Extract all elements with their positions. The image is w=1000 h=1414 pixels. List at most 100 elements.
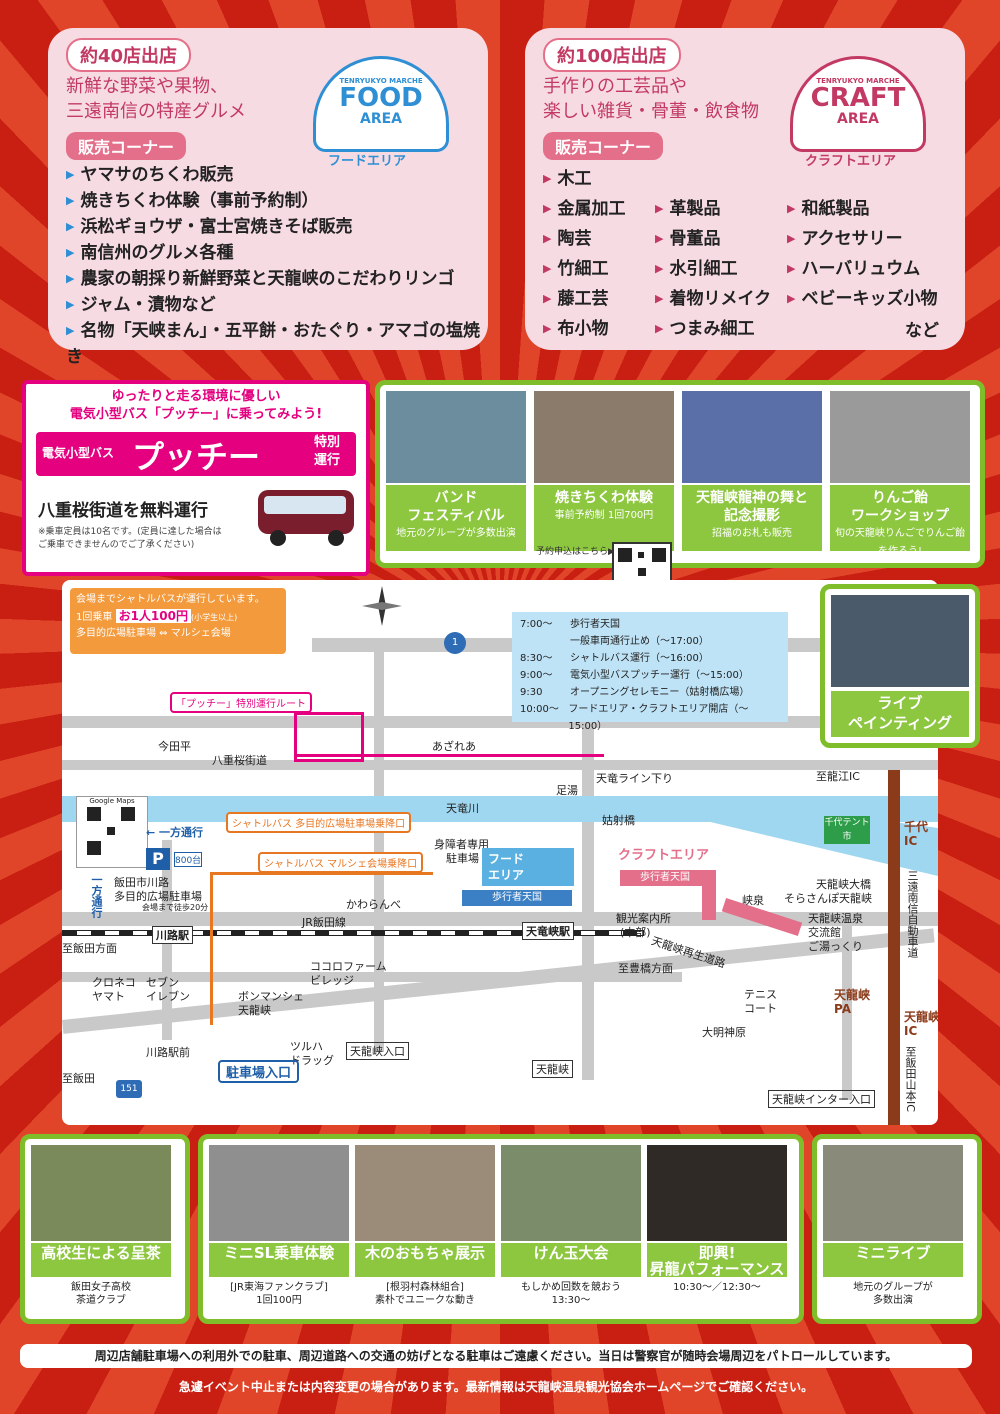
schedule-row: 9:00〜電気小型バスプッチー運行（〜15:00） bbox=[520, 670, 749, 681]
oneway-label: ← 一方通行 bbox=[146, 826, 204, 839]
shuttle-stop-2: シャトルバス マルシェ会場乗降口 bbox=[258, 852, 424, 873]
list-item: 陶芸 bbox=[543, 224, 625, 254]
road bbox=[842, 920, 852, 1100]
event-caption: バンドフェスティバル地元のグループが多数出演 bbox=[386, 485, 526, 551]
event-sub: 10:30〜／12:30〜 bbox=[673, 1282, 761, 1293]
bus-name: プッチー bbox=[132, 438, 261, 476]
bottom-event-card: 木のおもちゃ展示[根羽村森林組合]素朴でユニークな動き bbox=[355, 1145, 495, 1309]
qr-icon bbox=[87, 807, 135, 855]
list-item: 金属加工 bbox=[543, 194, 625, 224]
route-1-marker: 1 bbox=[444, 632, 466, 654]
list-item: 骨董品 bbox=[655, 224, 771, 254]
reserve-label: 予約申込はこちら▶ bbox=[536, 547, 615, 557]
bus-illustration bbox=[254, 484, 358, 550]
event-photo bbox=[534, 391, 674, 483]
shuttle-stop-1: シャトルバス 多目的広場駐車場乗降口 bbox=[226, 812, 412, 833]
craft-list-col1: 木工 金属加工 陶芸 竹細工 藤工芸 布小物 bbox=[543, 164, 625, 344]
event-caption: けん玉大会 bbox=[501, 1243, 641, 1277]
top-events-panel: バンドフェスティバル地元のグループが多数出演焼きちくわ体験事前予約制 1回700… bbox=[375, 380, 985, 568]
event-sub: 地元のグループが多数出演 bbox=[853, 1282, 933, 1306]
putchi-route-line bbox=[294, 754, 604, 757]
list-item: 名物「天峡まん」・五平餅・おたぐり・アマゴの塩焼き bbox=[66, 318, 486, 370]
top-event-card: バンドフェスティバル地元のグループが多数出演 bbox=[386, 391, 526, 553]
event-photo bbox=[682, 391, 822, 483]
event-caption: りんご飴ワークショップ旬の天龍峡りんごでりんご飴を作ろう! bbox=[830, 485, 970, 557]
compass-icon bbox=[360, 584, 404, 628]
list-item: 水引細工 bbox=[655, 254, 771, 284]
event-caption: 木のおもちゃ展示 bbox=[355, 1243, 495, 1277]
live-painting-panel: ライブ ペインティング bbox=[820, 584, 980, 748]
food-area-map-block: フードエリア bbox=[482, 848, 574, 886]
event-photo bbox=[501, 1145, 641, 1241]
road bbox=[582, 700, 594, 1080]
event-caption: ミニライブ bbox=[823, 1243, 963, 1277]
event-photo bbox=[823, 1145, 963, 1241]
list-item: 着物リメイク bbox=[655, 284, 771, 314]
schedule-row: 一般車両通行止め（〜17:00） bbox=[570, 636, 709, 647]
bottom-event-card: 即興!昇龍パフォーマンス 10:30〜／12:30〜 bbox=[647, 1145, 787, 1309]
list-item: 藤工芸 bbox=[543, 284, 625, 314]
event-photo bbox=[647, 1145, 787, 1241]
bottom-event-minilive: ミニライブ地元のグループが多数出演 bbox=[812, 1134, 982, 1324]
bottom-event-card: ミニライブ地元のグループが多数出演 bbox=[823, 1145, 963, 1309]
event-caption: 高校生による呈茶 bbox=[31, 1243, 171, 1277]
road bbox=[62, 716, 938, 728]
bus-icon bbox=[258, 490, 354, 546]
live-painting-caption: ライブ ペインティング bbox=[831, 691, 969, 737]
event-photo bbox=[830, 391, 970, 483]
event-photo bbox=[386, 391, 526, 483]
list-item: アクセサリー bbox=[787, 224, 937, 254]
putchi-route-line bbox=[294, 712, 364, 762]
footer-update: 急遽イベント中止または内容変更の場合があります。最新情報は天龍峡温泉観光協会ホー… bbox=[178, 1380, 814, 1394]
food-description: 新鮮な野菜や果物、 三遠南信の特産グルメ bbox=[66, 76, 246, 122]
food-area-panel: 約40店出店 新鮮な野菜や果物、 三遠南信の特産グルメ 販売コーナー TENRY… bbox=[48, 28, 488, 367]
bus-free-route: 八重桜街道を無料運行 bbox=[38, 501, 208, 521]
craft-area-map-block bbox=[702, 870, 716, 920]
venue-map: 天竜川 JR飯田線 三遠南信自動車道 会場までシャトルバスが運行しています。 1… bbox=[62, 580, 938, 1125]
parking-icon: P bbox=[146, 848, 170, 870]
road bbox=[62, 760, 938, 770]
google-maps-qr[interactable]: Google Maps bbox=[76, 796, 148, 868]
event-photo bbox=[355, 1145, 495, 1241]
parking-entrance-label: 駐車場入口 bbox=[218, 1060, 300, 1083]
chiyo-tent-badge: 千代テント市 bbox=[824, 816, 870, 844]
schedule-box: 7:00〜歩行者天国一般車両通行止め（〜17:00） 8:30〜シャトルバス運行（… bbox=[512, 612, 788, 732]
shuttle-info: 会場までシャトルバスが運行しています。 1回乗車 お1人100円(小学生以上) … bbox=[70, 588, 286, 654]
top-event-card: りんご飴ワークショップ旬の天龍峡りんごでりんご飴を作ろう! bbox=[830, 391, 970, 557]
list-item: 竹細工 bbox=[543, 254, 625, 284]
schedule-row: 8:30〜シャトルバス運行（〜16:00） bbox=[520, 653, 709, 664]
top-event-card: 焼きちくわ体験事前予約制 1回700円 bbox=[534, 391, 674, 553]
list-item: 農家の朝採り新鮮野菜と天龍峡のこだわりリンゴ bbox=[66, 266, 486, 292]
list-item: つまみ細工 bbox=[655, 314, 771, 344]
footer-notice: 周辺店舗駐車場への利用外での駐車、周辺道路への交通の妨げとなる駐車はご遠慮くださ… bbox=[20, 1344, 972, 1368]
list-item: 木工 bbox=[543, 164, 625, 194]
craft-etc: など bbox=[905, 321, 939, 341]
list-item: ハーバリュウム bbox=[787, 254, 937, 284]
bottom-event-card: ミニSL乗車体験[JR東海ファンクラブ]1回100円 bbox=[209, 1145, 349, 1309]
bottom-event-card: 高校生による呈茶飯田女子高校茶道クラブ bbox=[31, 1145, 171, 1309]
bus-note: ※乗車定員は10名です。(定員に達した場合は ご乗車できませんのでご了承ください… bbox=[38, 527, 222, 550]
shuttle-route-line bbox=[210, 872, 433, 1025]
bottom-events-panel: ミニSL乗車体験[JR東海ファンクラブ]1回100円木のおもちゃ展示[根羽村森林… bbox=[198, 1134, 804, 1324]
top-event-card: 天龍峡龍神の舞と記念撮影招福のお札も販売 bbox=[682, 391, 822, 553]
craft-section-label: 販売コーナー bbox=[543, 132, 664, 160]
schedule-row: 10:00〜フードエリア・クラフトエリア開店（〜15:00） bbox=[520, 704, 749, 732]
list-item: 浜松ギョウザ・富士宮焼きそば販売 bbox=[66, 214, 486, 240]
list-item: ベビーキッズ小物 bbox=[787, 284, 937, 314]
bus-panel: ゆったりと走る環境に優しい 電気小型バス「プッチー」に乗ってみよう! 電気小型バ… bbox=[22, 380, 370, 576]
craft-logo: TENRYUKYO MARCHE CRAFT AREA クラフトエリア bbox=[765, 46, 945, 169]
event-sub: 飯田女子高校茶道クラブ bbox=[71, 1282, 131, 1306]
list-item: 和紙製品 bbox=[787, 194, 937, 224]
putchi-route-label: 「プッチー」特別運行ルート bbox=[170, 692, 312, 713]
list-item: ヤマサのちくわ販売 bbox=[66, 162, 486, 188]
event-caption: 即興!昇龍パフォーマンス bbox=[647, 1243, 787, 1277]
bus-lead: ゆったりと走る環境に優しい 電気小型バス「プッチー」に乗ってみよう! bbox=[69, 389, 323, 422]
bus-title-banner: 電気小型バス プッチー 特別運行 bbox=[36, 432, 356, 476]
schedule-row: 7:00〜歩行者天国 bbox=[520, 619, 620, 630]
food-item-list: ヤマサのちくわ販売 焼きちくわ体験（事前予約制） 浜松ギョウザ・富士宮焼きそば販… bbox=[66, 162, 486, 370]
live-painting-photo bbox=[831, 595, 969, 687]
food-logo: TENRYUKYO MARCHE FOOD AREA フードエリア bbox=[288, 46, 468, 169]
list-item: 革製品 bbox=[655, 194, 771, 224]
